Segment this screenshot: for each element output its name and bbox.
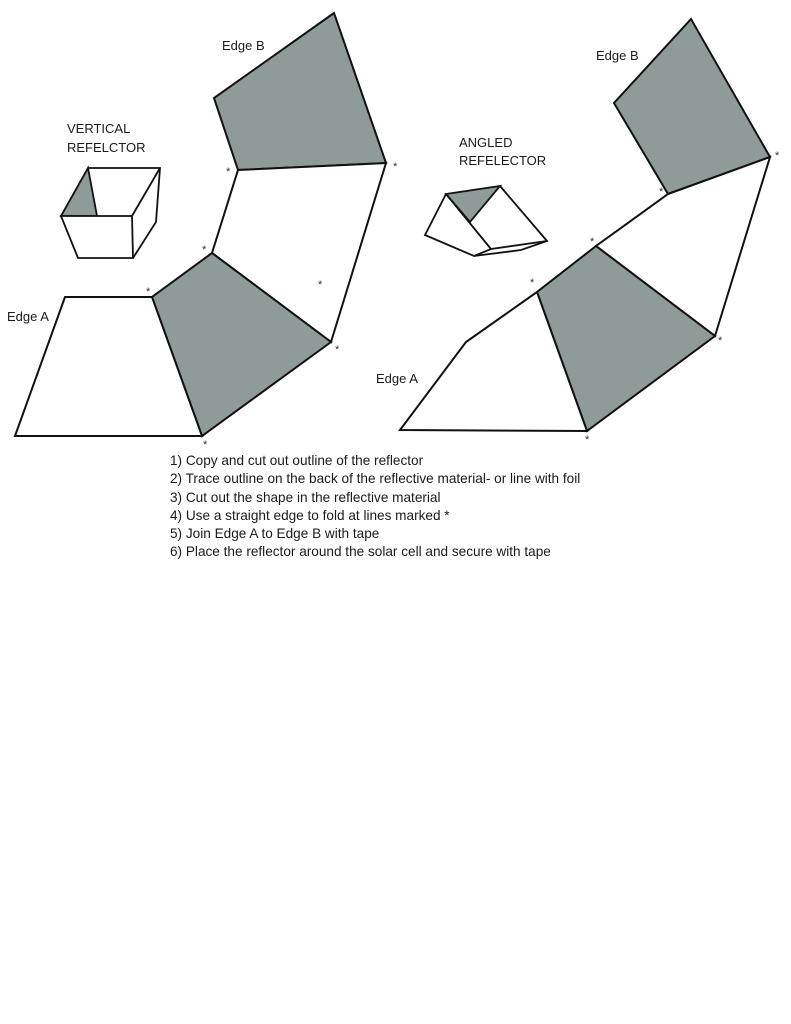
fold-mark: * [335, 344, 340, 356]
instruction-step: 4) Use a straight edge to fold at lines … [170, 507, 450, 523]
reflector-templates: * * * * * * * Edge B Edge A VERTICAL REF… [7, 11, 780, 451]
panel-edge-a [13, 296, 204, 437]
angled-title-line1: ANGLED [459, 135, 512, 150]
panel-edge-b [212, 11, 388, 172]
fold-mark: * [775, 150, 780, 162]
fold-mark: * [659, 186, 664, 198]
instructions-list: 1) Copy and cut out outline of the refle… [170, 452, 580, 562]
edge-a-label: Edge A [7, 309, 49, 324]
vertical-reflector-illustration [59, 165, 161, 259]
fold-mark: * [590, 236, 595, 248]
fold-mark: * [226, 166, 231, 178]
instruction-step: 3) Cut out the shape in the reflective m… [170, 489, 441, 505]
edge-a-label: Edge A [376, 371, 418, 386]
fold-mark: * [203, 439, 208, 451]
edge-b-label: Edge B [222, 38, 265, 53]
fold-mark: * [530, 277, 535, 289]
fold-mark: * [585, 434, 590, 446]
instruction-step: 6) Place the reflector around the solar … [170, 544, 551, 560]
angled-reflector-illustration [423, 184, 549, 257]
angled-reflector-template: * * * * * * Edge B Edge A ANGLED REFELEC… [376, 17, 780, 446]
fold-mark: * [393, 161, 398, 173]
fold-mark: * [718, 335, 723, 347]
angled-title-line2: REFELECTOR [459, 153, 546, 168]
instruction-step: 2) Trace outline on the back of the refl… [170, 471, 581, 487]
fold-mark: * [202, 244, 207, 256]
edge-b-label: Edge B [596, 48, 639, 63]
vertical-title-line1: VERTICAL [67, 121, 130, 136]
vertical-title-line2: REFELCTOR [67, 140, 146, 155]
instruction-step: 5) Join Edge A to Edge B with tape [170, 526, 380, 542]
vertical-reflector-template: * * * * * * * Edge B Edge A VERTICAL REF… [7, 11, 398, 451]
fold-mark: * [318, 279, 323, 291]
instruction-step: 1) Copy and cut out outline of the refle… [170, 453, 424, 468]
fold-mark: * [146, 286, 151, 298]
panel-edge-a [398, 290, 589, 433]
